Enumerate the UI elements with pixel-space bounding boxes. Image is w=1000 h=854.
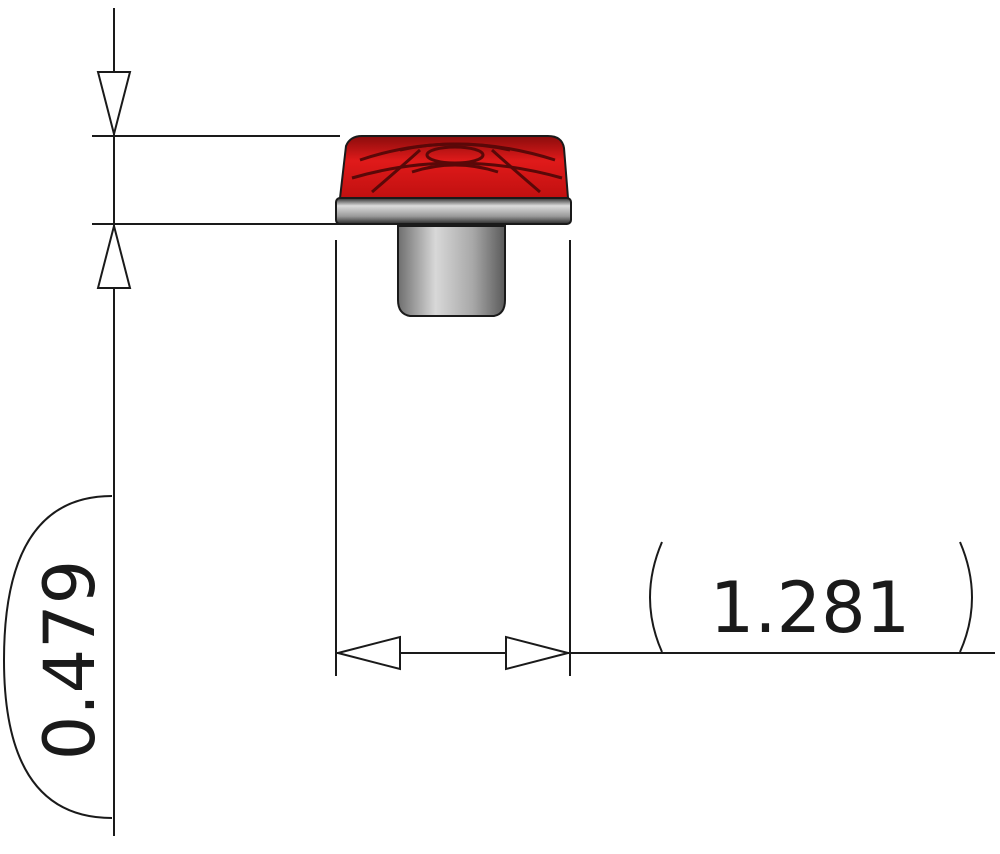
height-arrow-top [96,71,132,135]
width-paren-close [959,541,973,653]
width-paren-open [649,541,663,653]
height-arrow-bottom [96,225,132,289]
part-stem [397,225,506,317]
part-washer [335,197,572,225]
width-arrow-left [337,635,401,671]
cap-texture [351,142,563,194]
height-dimension: 0.479 [2,8,340,836]
width-dimension-label: 1.281 [710,567,910,649]
width-dimension: 1.281 [335,240,995,676]
height-paren-open [2,495,113,819]
height-dimension-label: 0.479 [29,560,111,760]
part-illustration [335,135,572,317]
width-arrow-right [505,635,569,671]
